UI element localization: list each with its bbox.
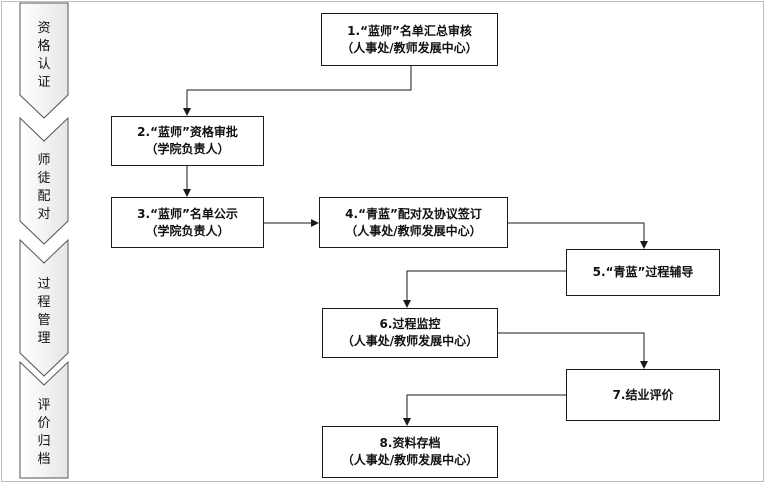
step-8-title: 8.资料存档 (379, 436, 441, 450)
step-1-box: 1.“蓝师”名单汇总审核 （人事处/教师发展中心） (321, 13, 498, 66)
step-3-title: 3.“蓝师”名单公示 (137, 206, 238, 221)
stage-label-1: 资 格 认 证 (37, 21, 51, 90)
stage-label-2: 师 徒 配 对 (37, 153, 51, 222)
step-4-title: 4.“青蓝”配对及协议签订 (345, 206, 482, 221)
stage-label-3: 过 程 管 理 (37, 277, 51, 346)
step-1-owner: （人事处/教师发展中心） (341, 40, 478, 55)
step-3-owner: （学院负责人） (145, 223, 230, 238)
step-1-title: 1.“蓝师”名单汇总审核 (347, 23, 472, 38)
step-6-box: 6.过程监控 （人事处/教师发展中心） (322, 308, 498, 358)
step-2-owner: （学院负责人） (145, 142, 230, 156)
step-8-owner: （人事处/教师发展中心） (341, 453, 479, 467)
stage-chevron-2 (19, 116, 69, 245)
step-2-title: 2.“蓝师”资格审批 (137, 125, 238, 139)
stage-label-4: 评 价 归 档 (37, 398, 51, 467)
stage-chevron-1 (19, 2, 69, 119)
step-8-box: 8.资料存档 （人事处/教师发展中心） (322, 426, 498, 478)
step-4-box: 4.“青蓝”配对及协议签订 （人事处/教师发展中心） (319, 197, 508, 248)
step-4-owner: （人事处/教师发展中心） (345, 223, 482, 238)
step-6-owner: （人事处/教师发展中心） (341, 334, 479, 348)
step-2-box: 2.“蓝师”资格审批 （学院负责人） (111, 116, 264, 166)
step-7-title: 7.结业评价 (612, 387, 674, 402)
step-6-title: 6.过程监控 (379, 317, 441, 331)
step-7-box: 7.结业评价 (566, 369, 720, 421)
stage-chevron-4 (19, 360, 69, 479)
step-3-box: 3.“蓝师”名单公示 （学院负责人） (111, 197, 264, 248)
step-5-title: 5.“青蓝”过程辅导 (592, 265, 694, 279)
stage-chevron-3 (19, 238, 69, 377)
step-5-box: 5.“青蓝”过程辅导 (566, 249, 720, 296)
